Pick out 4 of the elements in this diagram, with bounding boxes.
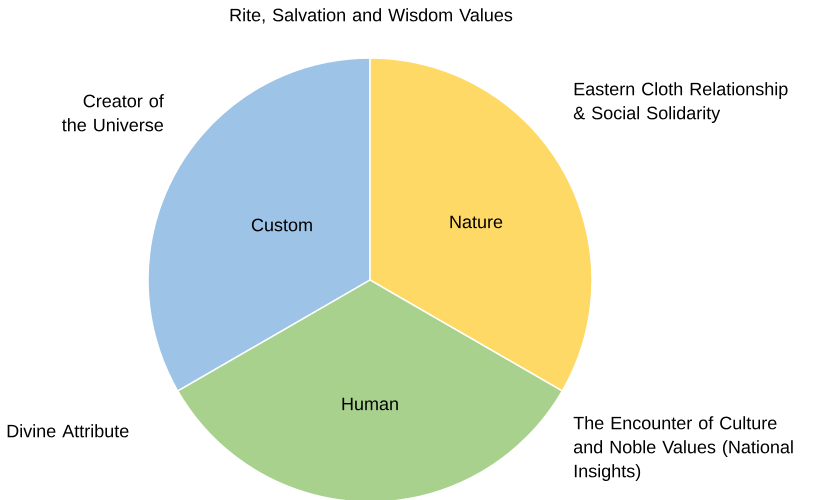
slice-label: Divine Attribute [8,424,128,438]
pie-slice: Human [177,279,563,500]
slice-label: Rite, Salvation and Wisdom Values [230,8,512,24]
slice-label: The Encounter of Culture and Noble Values (National Insights) [574,416,793,481]
